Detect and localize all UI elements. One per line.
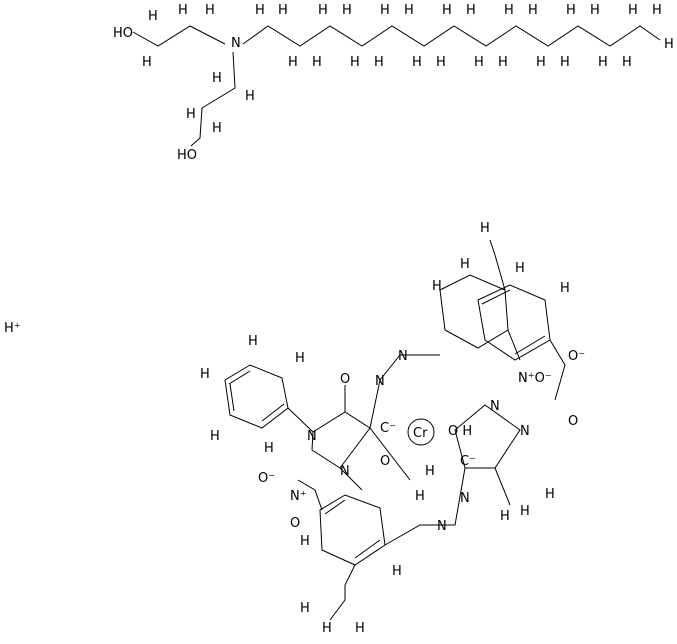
svg-text:H: H — [355, 621, 365, 636]
svg-text:H: H — [148, 9, 158, 24]
svg-text:H: H — [652, 3, 662, 18]
svg-text:H: H — [212, 121, 222, 136]
svg-text:H: H — [255, 3, 265, 18]
svg-text:H: H — [425, 464, 435, 479]
svg-text:H: H — [460, 257, 470, 272]
chain-h-atoms: H H H H H H H H H H H H H H H H H H H H … — [142, 3, 674, 136]
svg-text:H: H — [300, 601, 310, 616]
amine-molecule: HO N HO H H H H H H H H H H H H H H H H … — [113, 3, 674, 163]
complex-h-atoms: H H H H H H H H H H H H H H H H H H H H — [200, 221, 570, 636]
svg-text:H: H — [392, 564, 402, 579]
azo-n-left-2: N — [398, 349, 408, 364]
pyrazolone-n-left-2: N — [340, 464, 350, 479]
nitro-n-top-right: N⁺O⁻ — [518, 371, 552, 386]
svg-text:H: H — [350, 55, 360, 70]
nitro-n-bottom-left: N⁺ — [290, 489, 307, 504]
svg-text:H: H — [295, 351, 305, 366]
svg-text:H: H — [474, 55, 484, 70]
svg-text:H: H — [528, 3, 538, 18]
svg-text:H: H — [560, 55, 570, 70]
carbanion-left: C⁻ — [380, 421, 396, 436]
svg-text:H: H — [374, 55, 384, 70]
svg-text:H: H — [342, 3, 352, 18]
svg-text:H: H — [312, 55, 322, 70]
amine-n-label: N — [231, 36, 241, 51]
pyrazolone-n-right: N — [490, 399, 500, 414]
azo-n-left-1: N — [375, 374, 385, 389]
o-label-top: O — [340, 372, 350, 387]
svg-text:H: H — [536, 55, 546, 70]
svg-text:H: H — [622, 55, 632, 70]
svg-text:H: H — [628, 3, 638, 18]
nitro-o-minus-top-right: O⁻ — [568, 349, 585, 364]
chromium-label: Cr — [413, 426, 428, 441]
svg-text:H: H — [664, 37, 674, 52]
pyrazolone-n-right-2: N — [520, 424, 530, 439]
svg-text:H: H — [264, 441, 274, 456]
svg-text:H: H — [415, 489, 425, 504]
nitro-o-bottom-left: O — [290, 516, 300, 531]
svg-text:H: H — [205, 3, 215, 18]
svg-text:H: H — [248, 334, 258, 349]
svg-text:H: H — [288, 55, 298, 70]
svg-text:H: H — [300, 534, 310, 549]
svg-text:H: H — [520, 504, 530, 519]
svg-text:H: H — [590, 3, 600, 18]
svg-text:H: H — [142, 55, 152, 70]
pyrazolone-n-left: N — [307, 429, 317, 444]
svg-text:H: H — [318, 3, 328, 18]
svg-text:H: H — [186, 107, 196, 122]
svg-text:H: H — [432, 279, 442, 294]
azo-n-right-2: N — [437, 519, 447, 534]
nitro-o-top-right: O — [568, 414, 578, 429]
carbanion-right: C⁻ — [460, 454, 476, 469]
chromium-complex: O N N N N N⁺O⁻ O⁻ O N N Cr C⁻ C⁻ O O H N… — [200, 221, 585, 636]
svg-text:H: H — [442, 3, 452, 18]
svg-text:H: H — [598, 55, 608, 70]
cr-atom-circle — [407, 418, 435, 446]
svg-text:H: H — [322, 621, 332, 636]
svg-text:H: H — [560, 281, 570, 296]
svg-text:H: H — [210, 429, 220, 444]
ho-label-2: HO — [177, 148, 197, 163]
svg-text:H: H — [200, 367, 210, 382]
oh-label-right: O H — [448, 424, 472, 439]
svg-text:H: H — [212, 71, 222, 86]
h-plus-label: H⁺ — [4, 321, 21, 336]
svg-text:H: H — [515, 261, 525, 276]
svg-text:H: H — [436, 55, 446, 70]
svg-text:H: H — [500, 509, 510, 524]
svg-text:H: H — [504, 3, 514, 18]
azo-n-right-1: N — [460, 491, 470, 506]
ho-label-1: HO — [113, 26, 133, 41]
svg-text:H: H — [498, 55, 508, 70]
svg-text:H: H — [245, 89, 255, 104]
svg-text:H: H — [404, 3, 414, 18]
svg-text:H: H — [178, 3, 188, 18]
nitro-o-minus-bottom-left: O⁻ — [258, 471, 275, 486]
svg-text:H: H — [278, 3, 288, 18]
svg-text:H: H — [566, 3, 576, 18]
svg-text:H: H — [545, 487, 555, 502]
o-label-left-2: O — [380, 454, 390, 469]
svg-text:H: H — [466, 3, 476, 18]
svg-text:H: H — [412, 55, 422, 70]
svg-text:H: H — [480, 221, 490, 236]
svg-text:H: H — [380, 3, 390, 18]
